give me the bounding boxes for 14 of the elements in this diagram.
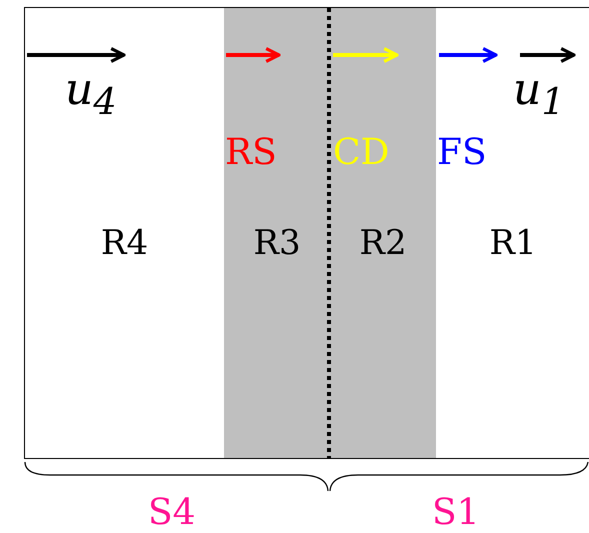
region-label: R3	[252, 222, 302, 265]
region-label: R1	[488, 222, 538, 265]
region-band	[330, 8, 436, 458]
wave-label: RS	[225, 135, 277, 171]
frame-box	[24, 7, 589, 459]
brace-label: S1	[432, 495, 480, 531]
region-band	[224, 8, 330, 458]
wave-label: FS	[437, 135, 487, 171]
wave-label: CD	[333, 135, 390, 171]
variable-label: u$_{1}$	[513, 68, 565, 120]
region-label: R2	[358, 222, 408, 265]
variable-label: u$_{4}$	[65, 68, 117, 120]
brace-label: S4	[148, 495, 196, 531]
region-label: R4	[100, 222, 150, 265]
